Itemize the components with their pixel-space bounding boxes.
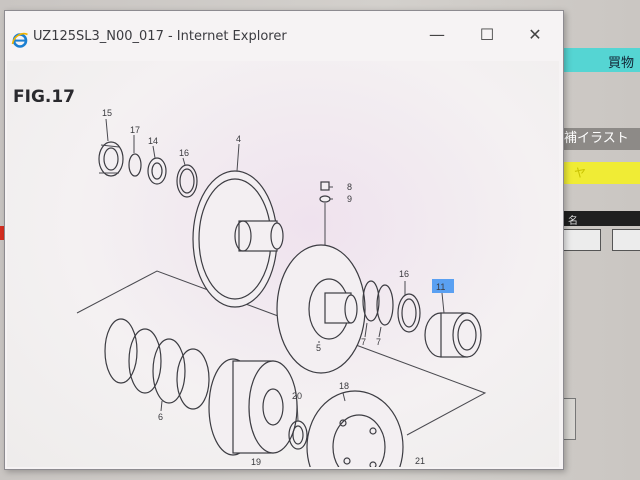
part-number-8[interactable]: 8 — [347, 182, 352, 192]
background-teal-label: 買物 — [607, 56, 634, 71]
part-number-15[interactable]: 15 — [102, 108, 112, 118]
background-yellow-field[interactable]: ヤ — [560, 162, 640, 184]
part-number-21[interactable]: 21 — [415, 456, 425, 466]
part-17-circlip — [128, 153, 142, 177]
part-number-16-lower[interactable]: 16 — [399, 269, 409, 279]
internet-explorer-window: UZ125SL3_N00_017 - Internet Explorer — ☐… — [4, 10, 564, 470]
internet-explorer-icon — [11, 32, 28, 48]
window-title: UZ125SL3_N00_017 - Internet Explorer — [33, 29, 287, 44]
background-illustration-tab[interactable]: 補イラスト — [560, 128, 640, 150]
part-number-6[interactable]: 6 — [158, 412, 163, 422]
part-5-movable-drive-face — [276, 244, 366, 374]
page-content: FIG.17 — [7, 61, 559, 467]
background-input-box-2[interactable] — [612, 229, 640, 251]
part-18-clutch-bell — [306, 390, 404, 467]
part-6-spring — [104, 318, 210, 410]
part-number-9[interactable]: 9 — [347, 194, 352, 204]
part-16-washer-lower — [397, 293, 421, 333]
part-19-clutch-housing — [208, 358, 298, 456]
part-11-cam — [424, 312, 482, 358]
part-number-5[interactable]: 5 — [316, 343, 321, 353]
close-button[interactable]: ✕ — [528, 25, 542, 44]
part-4-drive-plate — [192, 170, 284, 308]
background-header-label: 名 — [568, 216, 578, 227]
part-number-4[interactable]: 4 — [236, 134, 241, 144]
part-number-17[interactable]: 17 — [130, 125, 140, 135]
part-16-washer-upper — [176, 164, 198, 198]
maximize-button[interactable]: ☐ — [479, 25, 495, 44]
background-table-header: 名 — [560, 211, 640, 227]
part-15-bearing — [98, 141, 124, 177]
part-number-20[interactable]: 20 — [292, 391, 302, 401]
part-7-rollers — [362, 280, 394, 326]
background-teal-button[interactable]: 買物 — [560, 48, 640, 72]
part-number-16-upper[interactable]: 16 — [179, 148, 189, 158]
part-number-18[interactable]: 18 — [339, 381, 349, 391]
figure-title: FIG.17 — [13, 87, 76, 107]
part-number-19[interactable]: 19 — [251, 457, 261, 467]
parts-exploded-diagram: 15 17 14 16 4 8 9 16 11 7 7 5 6 20 18 19… — [76, 108, 487, 467]
part-number-11[interactable]: 11 — [436, 282, 445, 292]
part-11-highlight[interactable] — [432, 279, 454, 293]
part-number-14[interactable]: 14 — [148, 136, 158, 146]
title-bar[interactable]: UZ125SL3_N00_017 - Internet Explorer — ☐… — [5, 11, 563, 57]
part-number-7-b[interactable]: 7 — [376, 337, 381, 347]
part-number-7-a[interactable]: 7 — [361, 337, 366, 347]
background-input-box-1[interactable] — [563, 229, 601, 251]
background-red-marker — [0, 226, 6, 240]
part-8-bolt — [319, 181, 331, 257]
minimize-button[interactable]: — — [429, 25, 445, 44]
part-14-oil-seal — [147, 157, 167, 185]
